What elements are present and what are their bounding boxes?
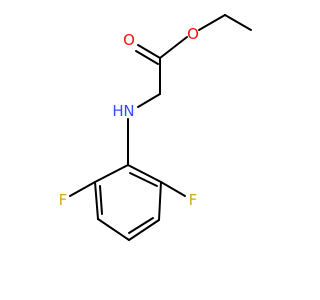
atom-ester-oxygen: O	[187, 25, 199, 43]
bond-ethyl-ch2-o	[198, 14, 226, 31]
atom-carbonyl-oxygen: O	[123, 31, 135, 49]
ring-bond-1	[127, 164, 162, 183]
ring-bond-5	[94, 181, 99, 220]
molecule-structure: O O H N F F	[59, 14, 252, 241]
bond-ring-f-right	[160, 181, 186, 197]
ring-inner-bond-2	[128, 217, 154, 234]
bond-ch2-nh	[137, 93, 161, 108]
bond-ethyl-ch3-ch2	[224, 14, 252, 31]
atom-amine-nitrogen: N	[123, 102, 134, 120]
ring-bond-6	[94, 164, 129, 183]
bond-carbonyl-double-a	[137, 44, 161, 59]
ring-inner-bond-3	[99, 185, 103, 215]
ring-bond-3	[128, 219, 160, 241]
atom-fluorine-right: F	[189, 191, 198, 209]
bond-carbonyl-double-b	[135, 50, 159, 65]
ring-bond-4	[97, 218, 130, 241]
atom-amine-hydrogen: H	[112, 102, 123, 120]
bond-o-carbonyl-c	[159, 36, 188, 59]
bond-ring-f-left	[69, 181, 96, 197]
atom-fluorine-left: F	[59, 191, 68, 209]
ring-inner-bond-1	[129, 172, 158, 187]
ring-bond-2	[158, 181, 162, 221]
